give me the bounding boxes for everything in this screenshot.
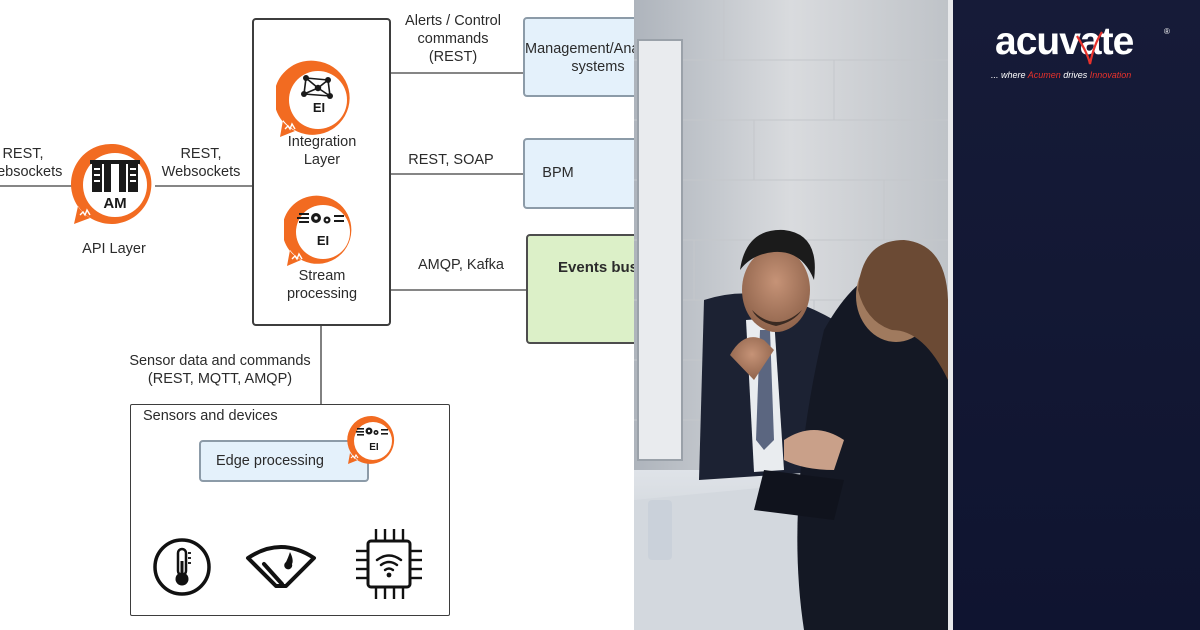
- bpm-box-label: BPM: [542, 165, 574, 181]
- api-manager-icon: AM: [70, 140, 156, 228]
- thermometer-icon: [152, 537, 212, 597]
- integration-badge: EI: [312, 100, 326, 115]
- management-connection-label: Alerts / Control commands (REST): [405, 13, 501, 65]
- edge-processing-box: Edge processing: [199, 440, 369, 482]
- brand-tagline: ... where Acumen drives Innovation: [991, 70, 1132, 80]
- api-badge: AM: [103, 195, 127, 212]
- registered-mark: ®: [1164, 27, 1170, 36]
- api-in-label: REST, Websockets: [0, 146, 63, 180]
- chip-wifi-icon: [354, 527, 424, 603]
- stream-processing-icon: EI: [282, 193, 358, 269]
- management-systems-line1: Management/Analytics: [525, 41, 634, 57]
- integration-layer-label: Integration Layer: [287, 134, 357, 168]
- logo-swoosh-icon: [1076, 31, 1103, 65]
- sensors-connection-label: Sensor data and commands (REST, MQTT, AM…: [129, 353, 311, 387]
- meeting-photo: [634, 0, 948, 630]
- management-systems-box: Management/Analytics systems: [523, 17, 634, 97]
- sensors-devices-title: Sensors and devices: [143, 408, 278, 424]
- management-systems-line2: systems: [571, 59, 625, 75]
- events-bus-box: Events bus: [526, 234, 634, 344]
- events-bus-label: Events bus: [558, 259, 634, 276]
- bpm-connection-label: REST, SOAP: [408, 152, 494, 168]
- api-out-label: REST, Websockets: [161, 146, 241, 180]
- events-connection-label: AMQP, Kafka: [418, 257, 504, 273]
- integration-layer-icon: EI: [274, 58, 356, 140]
- acuvate-logo: acuvate: [995, 20, 1134, 63]
- bpm-box: BPM: [523, 138, 634, 209]
- edge-badge: EI: [369, 442, 379, 453]
- stream-processing-label: Stream processing: [286, 268, 358, 302]
- gauge-icon: [242, 540, 320, 592]
- api-layer-label: API Layer: [82, 241, 146, 257]
- architecture-diagram: REST, Websockets REST, Websockets AM API…: [0, 13, 634, 616]
- stream-badge: EI: [316, 233, 330, 248]
- edge-processing-icon: EI: [346, 414, 398, 468]
- edge-processing-label: Edge processing: [215, 453, 324, 469]
- brand-panel: acuvate ® ... where Acumen drives Innova…: [953, 0, 1200, 630]
- panel-divider: [948, 0, 953, 630]
